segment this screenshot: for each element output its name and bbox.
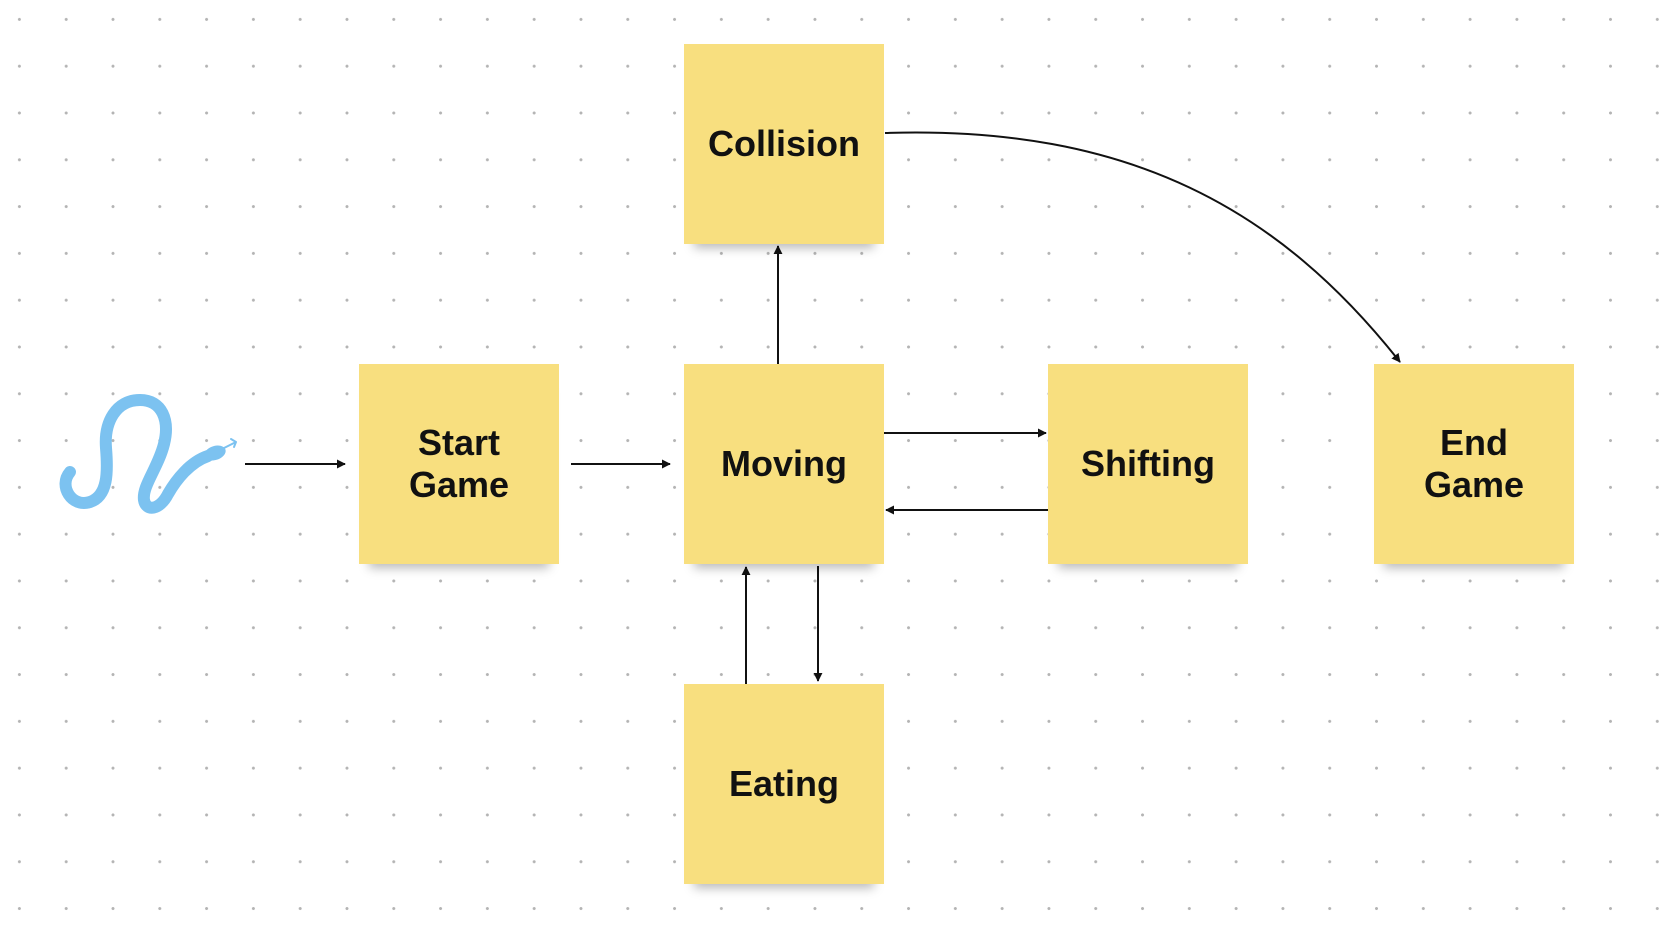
sticky-note-end-game[interactable]: End Game bbox=[1374, 364, 1574, 564]
sticky-note-label: End Game bbox=[1423, 422, 1525, 505]
sticky-note-eating[interactable]: Eating bbox=[684, 684, 884, 884]
edge-collision-to-end[interactable] bbox=[884, 131, 1401, 363]
sticky-note-label: Shifting bbox=[1081, 443, 1215, 484]
sticky-note-label: Moving bbox=[721, 443, 847, 484]
sticky-note-label: Collision bbox=[708, 123, 860, 164]
sticky-note-start-game[interactable]: Start Game bbox=[359, 364, 559, 564]
snake-icon bbox=[59, 394, 237, 514]
sticky-note-moving[interactable]: Moving bbox=[684, 364, 884, 564]
sticky-note-label: Start Game bbox=[408, 422, 510, 505]
sticky-note-shifting[interactable]: Shifting bbox=[1048, 364, 1248, 564]
sticky-note-label: Eating bbox=[728, 763, 839, 804]
sticky-note-collision[interactable]: Collision bbox=[684, 44, 884, 244]
